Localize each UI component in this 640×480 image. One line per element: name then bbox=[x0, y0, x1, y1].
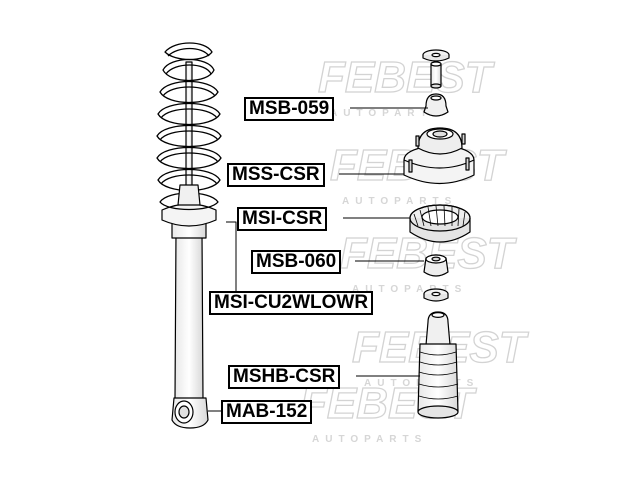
label-msb-060: MSB-060 bbox=[251, 250, 342, 274]
bushing-msb060 bbox=[423, 254, 449, 277]
svg-text:AUTOPARTS: AUTOPARTS bbox=[342, 196, 457, 207]
label-msi-csr: MSI-CSR bbox=[237, 207, 328, 231]
svg-text:AUTOPARTS: AUTOPARTS bbox=[330, 108, 445, 119]
svg-text:FEBEST: FEBEST bbox=[318, 53, 495, 102]
shock-absorber-body bbox=[174, 231, 204, 401]
label-mab-152: MAB-152 bbox=[221, 400, 313, 424]
label-mss-csr: MSS-CSR bbox=[227, 163, 325, 187]
rod-sleeve bbox=[430, 61, 442, 89]
watermark-logo: FEBEST AUTOPARTS bbox=[317, 52, 495, 119]
label-mshb-csr: MSHB-CSR bbox=[228, 365, 341, 389]
strut-assembly bbox=[156, 42, 222, 429]
top-washer bbox=[422, 49, 450, 62]
label-msi-cu2wlowr: MSI-CU2WLOWR bbox=[209, 291, 374, 315]
svg-text:AUTOPARTS: AUTOPARTS bbox=[352, 284, 467, 295]
leader-lines bbox=[208, 107, 428, 412]
bushing-msb059 bbox=[423, 93, 449, 117]
coil-spring bbox=[156, 42, 222, 211]
strut-mount-msscsr bbox=[403, 127, 475, 184]
dust-boot-mshbcsr bbox=[417, 311, 459, 419]
svg-text:AUTOPARTS: AUTOPARTS bbox=[312, 434, 427, 445]
lower-eye-mount bbox=[171, 397, 209, 429]
strut-bump-stop bbox=[177, 184, 201, 206]
lower-washer bbox=[423, 288, 449, 302]
label-msb-059: MSB-059 bbox=[244, 97, 335, 121]
bearing-msicsr bbox=[409, 204, 471, 243]
